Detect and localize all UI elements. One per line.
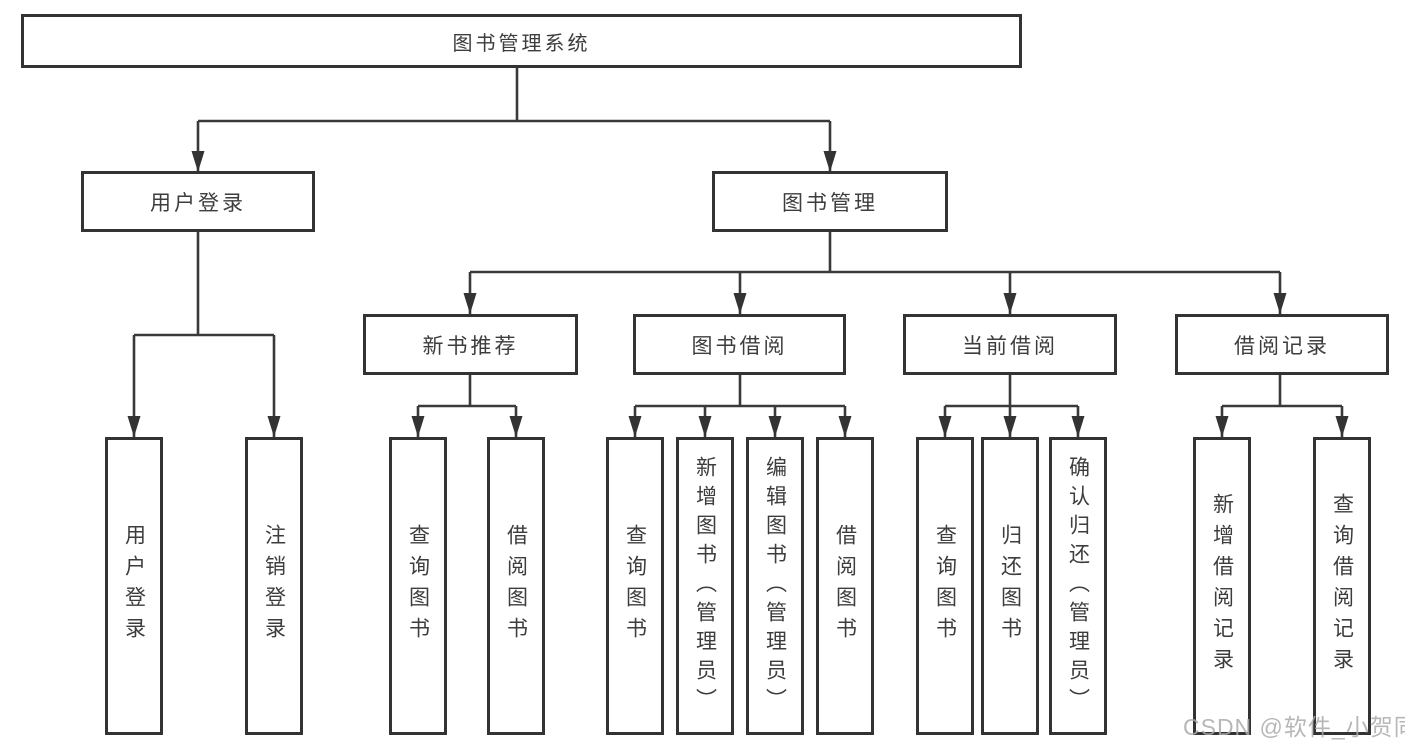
node-label: 查询图书 bbox=[623, 524, 647, 648]
node-label: 查询借阅记录 bbox=[1330, 493, 1354, 679]
node-label: 图书管理系统 bbox=[452, 32, 591, 55]
node-label: 查询图书 bbox=[933, 524, 957, 648]
leaf-borrow-books-borrowing: 借阅图书 bbox=[816, 437, 874, 735]
node-label: 新增图书（管理员） bbox=[693, 455, 717, 717]
leaf-borrow-books-recommendation: 借阅图书 bbox=[487, 437, 545, 735]
node-label: 新增借阅记录 bbox=[1210, 493, 1234, 679]
leaf-user-login: 用户登录 bbox=[105, 437, 163, 735]
node-new-book-recommendation: 新书推荐 bbox=[363, 314, 578, 375]
leaf-edit-book-admin: 编辑图书（管理员） bbox=[746, 437, 804, 735]
leaf-query-borrow-record: 查询借阅记录 bbox=[1313, 437, 1371, 735]
node-label: 用户登录 bbox=[122, 524, 146, 648]
leaf-confirm-return-admin: 确认归还（管理员） bbox=[1049, 437, 1107, 735]
node-label: 注销登录 bbox=[262, 524, 286, 648]
leaf-return-books: 归还图书 bbox=[981, 437, 1039, 735]
node-book-borrowing: 图书借阅 bbox=[633, 314, 846, 375]
node-user-login: 用户登录 bbox=[81, 171, 315, 232]
node-label: 图书管理 bbox=[782, 191, 878, 215]
leaf-add-borrow-record: 新增借阅记录 bbox=[1193, 437, 1251, 735]
leaf-query-books-current: 查询图书 bbox=[916, 437, 974, 735]
node-library-management-system: 图书管理系统 bbox=[21, 14, 1022, 68]
node-label: 借阅图书 bbox=[833, 524, 857, 648]
node-label: 编辑图书（管理员） bbox=[763, 455, 787, 717]
node-label: 查询图书 bbox=[406, 524, 430, 648]
node-label: 新书推荐 bbox=[422, 334, 519, 358]
arrowhead-icons bbox=[127, 151, 1349, 437]
node-label: 确认归还（管理员） bbox=[1066, 455, 1090, 717]
node-label: 用户登录 bbox=[150, 191, 246, 215]
leaf-logout: 注销登录 bbox=[245, 437, 303, 735]
leaf-add-book-admin: 新增图书（管理员） bbox=[676, 437, 734, 735]
node-book-management: 图书管理 bbox=[712, 171, 948, 232]
leaf-query-books-recommendation: 查询图书 bbox=[389, 437, 447, 735]
node-label: 当前借阅 bbox=[962, 334, 1058, 358]
node-label: 图书借阅 bbox=[691, 334, 788, 358]
node-label: 归还图书 bbox=[998, 524, 1022, 648]
watermark: CSDN @软件_小贺同学 bbox=[1183, 714, 1405, 740]
node-borrowing-records: 借阅记录 bbox=[1175, 314, 1389, 375]
node-label: 借阅图书 bbox=[504, 524, 528, 648]
leaf-query-books-borrowing: 查询图书 bbox=[606, 437, 664, 735]
node-label: 借阅记录 bbox=[1234, 334, 1330, 358]
node-current-borrowing: 当前借阅 bbox=[903, 314, 1117, 375]
